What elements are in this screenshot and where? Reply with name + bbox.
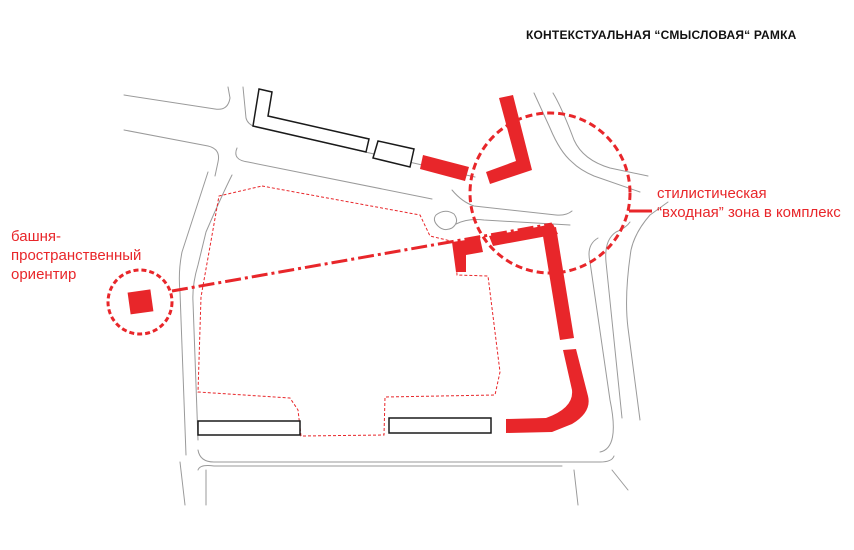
building-red-north-bar [420, 155, 469, 181]
building-south-east [388, 417, 492, 434]
sight-axis-line [171, 222, 553, 293]
site-boundary-dashed [197, 185, 501, 437]
tower-square [127, 289, 154, 315]
diagram-title: КОНТЕКСТУАЛЬНАЯ “СМЫСЛОВАЯ“ РАМКА [526, 28, 797, 42]
building-small-north [372, 140, 415, 168]
tower-focus-circle [106, 268, 174, 336]
building-red-north-corner [486, 95, 532, 184]
building-red-entry-bar [489, 224, 558, 246]
entry-zone-label-line-2: “входная” зона в комплекс [657, 204, 841, 221]
building-northwest [252, 88, 370, 153]
tower-label: башня- пространственный ориентир [11, 227, 141, 284]
proposed-buildings [127, 95, 589, 433]
building-red-east-lower [506, 349, 589, 433]
entry-zone-label-line-1: стилистическая [657, 185, 767, 202]
entry-zone-circle [468, 111, 632, 275]
building-south-west [197, 420, 301, 436]
tower-label-line-2: пространственный [11, 247, 142, 264]
building-red-east-upper [542, 227, 574, 340]
road-network [123, 86, 669, 506]
tower-label-line-3: ориентир [11, 266, 77, 283]
tower-label-line-1: башня- [11, 228, 62, 245]
entry-zone-label: стилистическая “входная” зона в комплекс [657, 184, 841, 222]
existing-buildings [197, 88, 492, 436]
building-red-site-corner [452, 238, 483, 272]
